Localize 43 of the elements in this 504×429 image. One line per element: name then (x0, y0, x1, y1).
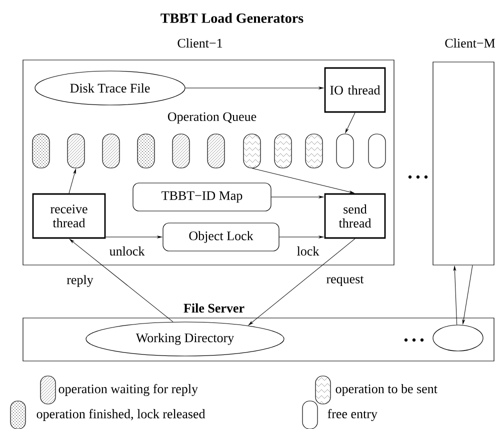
ellipse-node (432, 324, 484, 352)
rounded-box: TBBT−ID Map (132, 182, 272, 212)
arrow (462, 265, 473, 324)
thread-box: receive thread (32, 193, 106, 239)
queue-slot (207, 134, 225, 168)
queue-slot (305, 134, 323, 168)
box-heading: File Server (184, 303, 244, 313)
legend-text: operation finished, lock released (36, 409, 206, 421)
edge-label: lock (296, 245, 320, 257)
title: TBBT Load Generators (160, 13, 304, 23)
arrow (70, 239, 174, 322)
arrow (68, 169, 76, 194)
thread-box: IO thread (324, 67, 386, 113)
legend-text: operation waiting for reply (58, 384, 198, 396)
queue-slot (32, 134, 50, 168)
queue-slot (137, 134, 155, 168)
edge-label: unlock (108, 245, 146, 257)
arrow (345, 112, 356, 134)
queue-slot (336, 134, 354, 168)
legend-text: free entry (328, 409, 378, 421)
ellipse-node: Disk Trace File (34, 70, 186, 106)
arrow (453, 266, 458, 325)
box-heading: Client−1 (178, 38, 222, 48)
queue-slot (102, 134, 120, 168)
queue-slot (67, 134, 85, 168)
arrow (248, 238, 356, 326)
legend-text: operation to be sent (336, 384, 438, 396)
arrow (271, 196, 324, 198)
edge-label: request (325, 274, 365, 288)
arrow (279, 236, 324, 238)
box-heading: Client−M (445, 38, 495, 48)
queue-label: Operation Queue (168, 112, 256, 124)
rounded-box: Object Lock (162, 222, 280, 252)
queue-slot (172, 134, 190, 168)
arrow (185, 86, 324, 90)
arrow (252, 168, 354, 194)
thread-box: send thread (324, 193, 386, 239)
ellipse-node: Working Directory (86, 322, 284, 356)
queue-slot (368, 134, 386, 168)
arrow (105, 236, 162, 238)
edge-label: reply (66, 274, 94, 288)
queue-slot (243, 134, 261, 168)
queue-slot (274, 134, 292, 168)
